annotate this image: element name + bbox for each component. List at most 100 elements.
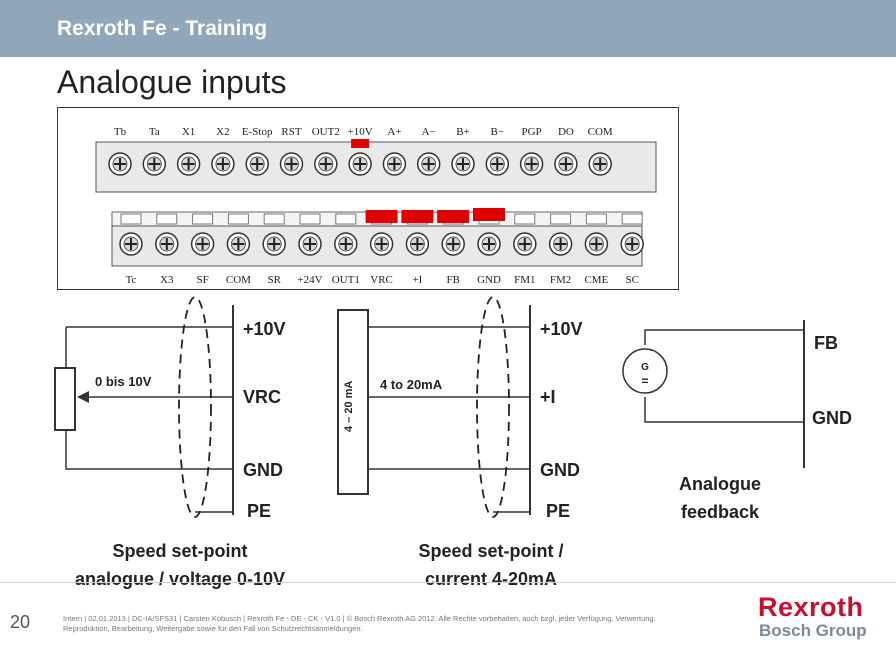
source-label: 4 – 20 mA [343, 381, 355, 432]
terminal-top-label: Tb [114, 126, 127, 138]
terminal-slot [621, 213, 643, 225]
highlight-marker [365, 210, 398, 223]
caption-voltage-2: analogue / voltage 0-10V [75, 569, 285, 589]
terminal-top-label: B− [491, 126, 505, 138]
highlight-marker [437, 210, 470, 223]
terminal-top-label: Ta [149, 126, 160, 138]
terminal-top-label: DO [558, 126, 574, 138]
label-10v: +10V [243, 319, 286, 339]
terminal-screw-bottom [513, 232, 537, 256]
terminal-top-label: COM [588, 126, 613, 138]
terminal-screw-bottom [226, 232, 251, 256]
highlight-marker [351, 139, 370, 148]
terminal-screw-top [279, 152, 304, 176]
terminal-screw-top [554, 152, 578, 176]
terminal-slot [335, 213, 357, 225]
terminal-slot [550, 213, 572, 225]
terminal-screw-bottom [441, 232, 465, 256]
terminal-top-label: E-Stop [242, 126, 273, 138]
page-title: Analogue inputs [57, 64, 287, 100]
label-range: 0 bis 10V [95, 374, 152, 389]
terminal-screw-bottom [477, 232, 501, 256]
wiring-diagrams-svg: +10V VRC GND PE 0 bis 10V Speed set-poin… [54, 296, 852, 589]
terminal-screw-top [485, 152, 510, 176]
label-pe: PE [247, 501, 271, 521]
footer-legal-text: Intern | 02.01.2013 | DC-IA/SFS31 | Cars… [63, 614, 656, 633]
label-vrc: VRC [243, 387, 281, 407]
terminal-slot [514, 213, 536, 225]
generator-dc: = [641, 374, 648, 388]
terminal-bottom-label: COM [226, 274, 251, 286]
caption-feedback-1: Analogue [679, 474, 761, 494]
terminal-slot [120, 213, 142, 225]
cable-shield [178, 296, 212, 518]
terminal-screw-bottom [119, 232, 143, 256]
terminal-screw-bottom [369, 232, 394, 256]
terminal-slot [585, 213, 607, 225]
terminal-screw-bottom [584, 232, 609, 256]
terminal-slot [156, 213, 178, 225]
caption-feedback-2: feedback [681, 502, 760, 522]
terminal-screw-top [314, 152, 338, 176]
potentiometer [54, 367, 76, 431]
terminal-bottom-label: CME [584, 274, 608, 286]
terminal-bottom-label: Tc [126, 274, 137, 286]
terminal-bottom-label: X3 [160, 274, 174, 286]
terminal-screw-top [211, 152, 235, 176]
terminal-top-label: OUT2 [312, 126, 340, 138]
generator-g: G [641, 362, 649, 373]
diagram-feedback: G = FB GND Analogue feedback [622, 320, 852, 522]
wiper-arrow-icon [77, 391, 89, 403]
terminal-top-label: RST [281, 126, 301, 138]
terminal-bottom-label: FM1 [514, 274, 535, 286]
terminal-screw-top [451, 152, 475, 176]
caption-current-1: Speed set-point / [418, 541, 563, 561]
terminal-slot [299, 213, 321, 225]
terminal-slot [227, 213, 249, 225]
current-source [337, 309, 369, 495]
terminal-screw-top [382, 152, 407, 176]
diagram-voltage: +10V VRC GND PE 0 bis 10V Speed set-poin… [54, 296, 286, 589]
label-range: 4 to 20mA [380, 377, 443, 392]
label-gnd: GND [540, 460, 580, 480]
rexroth-logo: Rexroth [758, 592, 864, 622]
terminal-screw-top [245, 152, 269, 176]
wiring-diagrams: +10V VRC GND PE 0 bis 10V Speed set-poin… [0, 290, 896, 590]
header-title: Rexroth Fe - Training [57, 17, 268, 40]
label-10v: +10V [540, 319, 583, 339]
label-gnd: GND [243, 460, 283, 480]
terminal-top-label: PGP [522, 126, 542, 138]
terminal-top-label: X1 [182, 126, 195, 138]
highlight-marker [401, 210, 434, 223]
terminal-screw-top [176, 152, 201, 176]
page-number: 20 [10, 612, 31, 632]
terminal-screw-top [519, 152, 544, 176]
terminal-bottom-label: OUT1 [332, 274, 360, 286]
terminal-screw-bottom [190, 232, 215, 256]
terminal-screw-top [108, 152, 132, 176]
footer-divider [0, 582, 896, 583]
terminal-top-label: +10V [348, 126, 373, 138]
label-plus-i: +I [540, 387, 556, 407]
terminal-top-label: A+ [387, 126, 401, 138]
terminal-slot [263, 213, 285, 225]
bosch-group-logo: Bosch Group [759, 621, 867, 640]
label-pe: PE [546, 501, 570, 521]
terminal-screw-top [348, 152, 372, 176]
terminal-top-label: A− [422, 126, 436, 138]
terminal-screw-top [142, 152, 167, 176]
terminal-slot [192, 213, 214, 225]
generator-icon [622, 348, 668, 394]
terminal-bottom-label: SC [625, 274, 638, 286]
terminal-bottom-label: SR [267, 274, 281, 286]
terminal-screw-bottom [548, 232, 573, 256]
highlight-marker [473, 208, 505, 221]
terminal-screw-bottom [262, 232, 286, 256]
terminal-bottom-label: +I [412, 274, 422, 286]
caption-voltage-1: Speed set-point [112, 541, 247, 561]
terminal-screw-top [588, 152, 612, 176]
terminal-screw-bottom [334, 232, 358, 256]
header-bar: Rexroth Fe - Training [0, 0, 896, 57]
label-fb: FB [814, 333, 838, 353]
